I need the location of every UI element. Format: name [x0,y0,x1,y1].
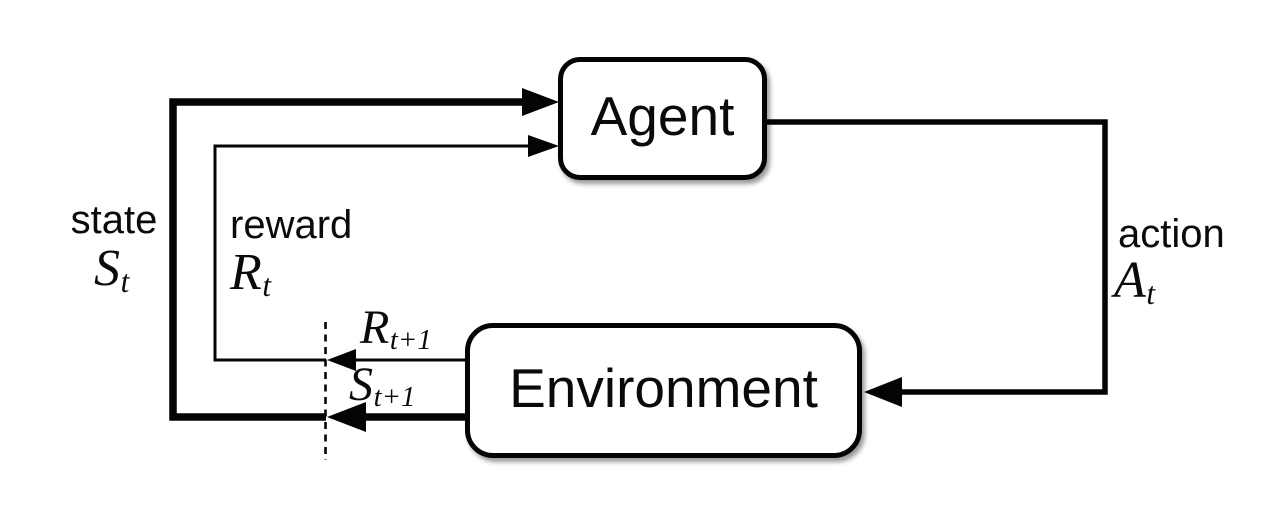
action-label: action [1118,212,1225,256]
action-arrow [757,119,1108,407]
next-state-symbol-letter: S [349,358,373,411]
environment-node-label: Environment [509,357,818,419]
environment-node: Environment [465,323,862,458]
next-reward-symbol-letter: R [360,301,390,354]
reward-arrow [213,135,559,371]
next-reward-symbol: Rt+1 [360,301,432,357]
reward-symbol-letter: R [230,244,262,301]
next-state-symbol-subscript: t+1 [373,381,416,414]
state-symbol-subscript: t [120,263,130,299]
reward-symbol-subscript: t [262,267,272,303]
state-symbol-letter: S [94,240,120,297]
next-state-symbol: St+1 [349,358,416,414]
state-label: state [70,198,158,242]
action-symbol: At [1114,252,1156,311]
state-arrow [169,88,559,432]
reward-label: reward [230,203,353,247]
next-reward-symbol-subscript: t+1 [389,324,432,357]
state-symbol: St [94,240,130,299]
agent-node: Agent [558,57,767,180]
action-symbol-letter: A [1114,252,1146,309]
reward-symbol: Rt [230,244,272,303]
action-symbol-subscript: t [1146,275,1156,311]
agent-node-label: Agent [590,85,735,147]
